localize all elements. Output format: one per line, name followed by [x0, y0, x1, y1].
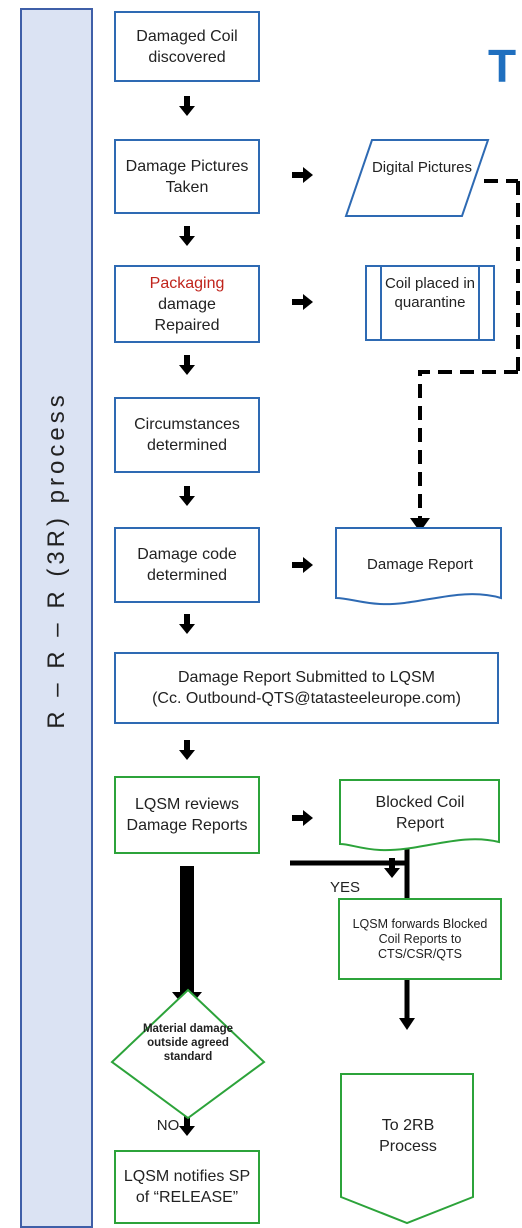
down-arrow-icon	[179, 1116, 195, 1136]
down-arrow-icon	[179, 96, 195, 116]
output-to-2rb: To 2RB Process	[379, 1117, 437, 1155]
down-arrow-icon	[179, 614, 195, 634]
swimlane	[20, 8, 93, 1228]
output-lqsm-forwards: LQSM forwards Blocked Coil Reports to CT…	[338, 898, 502, 980]
down-arrow-icon	[384, 858, 400, 878]
right-arrow-icon	[292, 810, 313, 826]
right-arrow-icon	[292, 167, 313, 183]
step-lqsm-reviews: LQSM reviews Damage Reports	[114, 776, 260, 854]
right-arrow-icon	[292, 557, 313, 573]
right-arrow-icon	[292, 294, 313, 310]
down-arrow-icon	[179, 486, 195, 506]
step-coil-discovered: Damaged Coil discovered	[114, 11, 260, 82]
step-packaging-repaired: Packaging damage Repaired	[114, 265, 260, 343]
right-arrows	[292, 167, 313, 826]
branch-no-label: NO	[156, 1117, 180, 1134]
title-fragment: T	[488, 40, 516, 92]
branch-yes-label: YES	[329, 879, 360, 896]
down-arrow-icon	[179, 226, 195, 246]
step-damage-code: Damage code determined	[114, 527, 260, 603]
output-quarantine: Coil placed in quarantine	[384, 275, 476, 311]
output-digital-pictures: Digital Pictures	[371, 159, 473, 176]
step-pictures-taken: Damage Pictures Taken	[114, 139, 260, 214]
report-submitted-title: Damage Report Submitted to LQSM	[177, 669, 435, 686]
output-damage-report: Damage Report	[367, 556, 473, 573]
packaging-rest: damage Repaired	[154, 295, 220, 334]
decision-text: Material damage outside agreed standard	[142, 1023, 234, 1063]
step-report-submitted: Damage Report Submitted to LQSM (Cc. Out…	[114, 652, 499, 724]
down-arrow-icon	[179, 355, 195, 375]
step-lqsm-notifies: LQSM notifies SP of “RELEASE”	[114, 1150, 260, 1224]
down-arrow-icon	[179, 740, 195, 760]
digital-pictures-shape	[344, 139, 490, 217]
down-arrows	[179, 96, 400, 1136]
step-circumstances: Circumstances determined	[114, 397, 260, 473]
output-blocked-report: Blocked Coil Report	[375, 794, 465, 832]
decision-diamond	[110, 988, 266, 1120]
packaging-highlight: Packaging	[149, 274, 225, 292]
report-submitted-cc: (Cc. Outbound-QTS@tatasteeleurope.com)	[152, 690, 461, 707]
